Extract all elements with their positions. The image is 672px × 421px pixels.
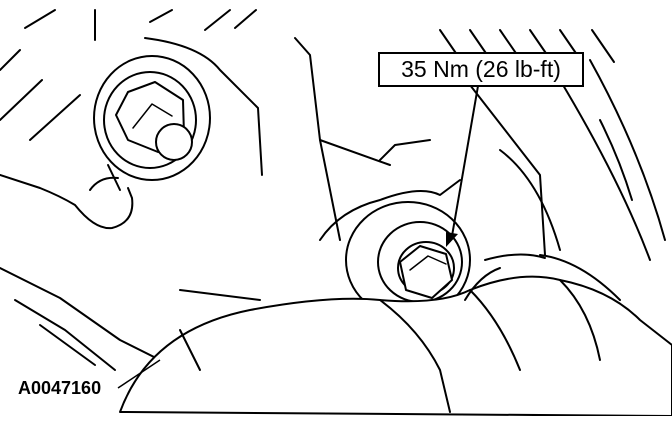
upper-bolt-stud xyxy=(155,123,193,161)
torque-leader-arrowhead xyxy=(446,232,458,247)
torque-callout-group: 35 Nm (26 lb-ft) xyxy=(378,52,584,247)
front-cover xyxy=(119,139,672,417)
figure-id-leader xyxy=(117,359,161,389)
torque-callout-box xyxy=(378,52,584,87)
torque-leader-line xyxy=(451,85,479,237)
figure-id-label: A0047160 xyxy=(18,378,101,398)
upper-bolt xyxy=(93,55,211,191)
figure-id-group: A0047160 xyxy=(18,359,161,398)
cover-body xyxy=(119,275,672,417)
torque-callout-label: 35 Nm (26 lb-ft) xyxy=(401,56,561,82)
lower-nut xyxy=(399,245,453,299)
lower-right-fastener xyxy=(319,179,471,319)
